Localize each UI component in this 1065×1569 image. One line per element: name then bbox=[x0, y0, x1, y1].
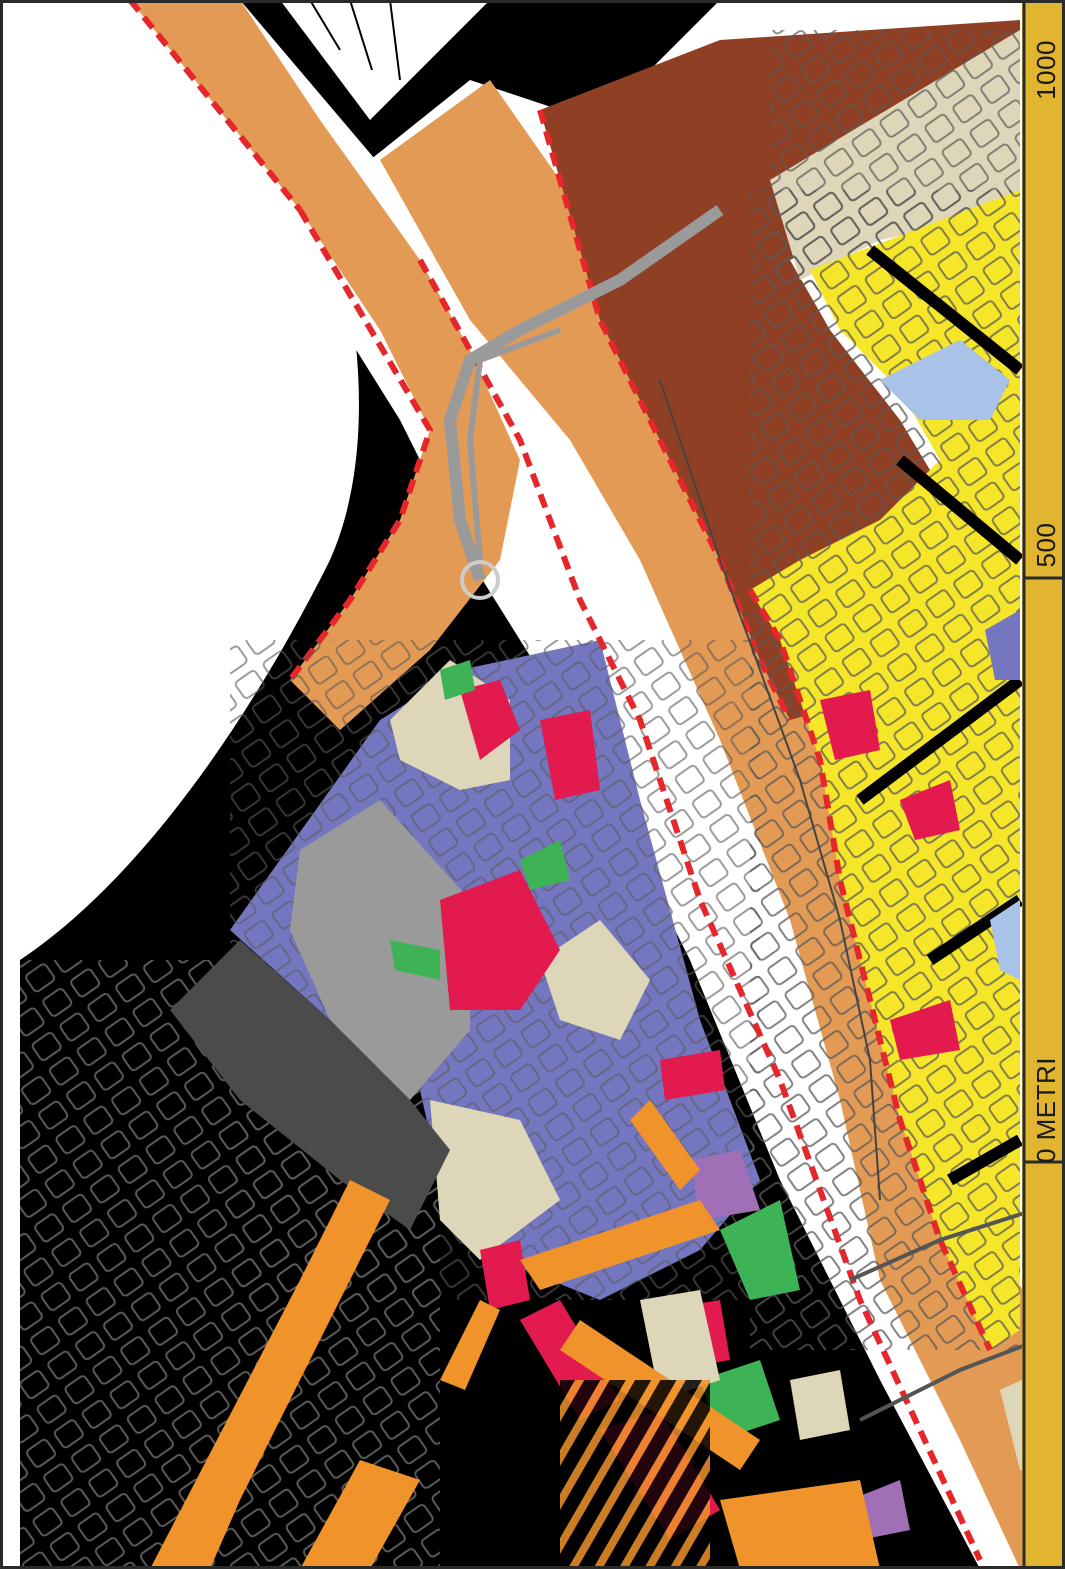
green-area-2 bbox=[520, 840, 570, 890]
red-block-east-1 bbox=[820, 690, 880, 760]
bridge-north bbox=[443, 205, 724, 582]
red-building-1 bbox=[460, 680, 520, 760]
scale-label-1000: 1000 bbox=[1031, 40, 1061, 100]
green-area-3 bbox=[390, 940, 440, 980]
red-block-east-2 bbox=[900, 780, 960, 840]
red-block-east-3 bbox=[890, 1000, 960, 1060]
dark-gray-lots bbox=[170, 940, 450, 1230]
red-building-5 bbox=[480, 1240, 530, 1310]
red-building-2 bbox=[540, 710, 600, 800]
green-area-4 bbox=[720, 1200, 800, 1300]
scale-label-500: 500 bbox=[1031, 523, 1061, 568]
orange-paths bbox=[150, 1180, 390, 1569]
red-building-4 bbox=[660, 1050, 725, 1100]
roundabout bbox=[460, 560, 500, 600]
violet-area-1 bbox=[690, 1150, 760, 1220]
scale-label-0-metri: 0 METRI bbox=[1031, 1057, 1061, 1163]
red-building-3 bbox=[440, 870, 560, 1010]
scale-bar: 1000 500 0 METRI bbox=[1022, 0, 1065, 1569]
riverbank-west bbox=[130, 0, 520, 730]
green-area-1 bbox=[440, 660, 475, 700]
light-blue-area bbox=[880, 340, 1010, 420]
